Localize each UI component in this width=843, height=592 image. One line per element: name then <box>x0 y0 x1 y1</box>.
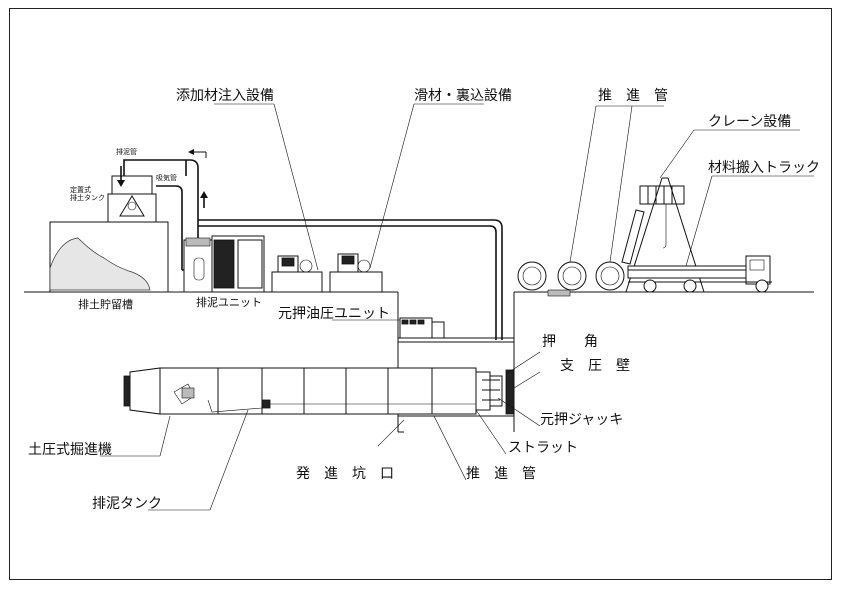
label-crane: クレーン設備 <box>708 114 791 130</box>
hydraulic-unit <box>398 317 514 343</box>
leader-lines <box>100 103 814 511</box>
label-jacking-pipe-top: 推 進 管 <box>598 88 668 104</box>
label-fixed-tank-1: 定置式 <box>70 185 91 194</box>
crane-equipment <box>621 177 705 293</box>
label-material-truck: 材料搬入トラック <box>708 160 820 176</box>
mud-discharge-unit <box>183 235 265 293</box>
material-truck <box>627 255 772 293</box>
fixed-soil-tank <box>107 175 157 223</box>
label-bearing-wall: 支 圧 壁 <box>560 358 630 374</box>
label-launch-shaft: 発 進 坑 口 <box>296 466 394 482</box>
label-push-corner: 押 角 <box>542 334 598 350</box>
pipe-stockpile <box>517 261 625 297</box>
label-hydraulic-unit: 元押油圧ユニット <box>278 306 390 322</box>
label-fixed-tank-2: 排土タンク <box>70 193 105 202</box>
supply-conduit <box>198 219 503 340</box>
injection-equipment <box>271 253 383 293</box>
label-machine: 土圧式掘進機 <box>28 442 112 458</box>
label-strut: ストラット <box>508 440 578 456</box>
tunnel-section <box>123 367 515 417</box>
label-mud-unit: 排泥ユニット <box>196 295 262 309</box>
label-intake-pipe: 吸気管 <box>156 173 177 182</box>
drawing-frame <box>9 8 832 580</box>
label-discharge-pipe: 排泥管 <box>116 147 137 156</box>
soil-storage-pit <box>49 221 169 292</box>
label-main-jack: 元押ジャッキ <box>540 412 623 428</box>
label-lubricant-backfill: 滑材・裏込設備 <box>414 87 512 104</box>
label-additive-injection: 添加材注入設備 <box>176 88 274 104</box>
label-soil-pit: 排土貯留槽 <box>78 297 133 311</box>
label-mud-tank: 排泥タンク <box>92 496 162 512</box>
labels: 添加材注入設備 滑材・裏込設備 推 進 管 クレーン設備 材料搬入トラック 排泥… <box>28 87 820 512</box>
label-jacking-pipe-bottom: 推 進 管 <box>466 466 536 482</box>
